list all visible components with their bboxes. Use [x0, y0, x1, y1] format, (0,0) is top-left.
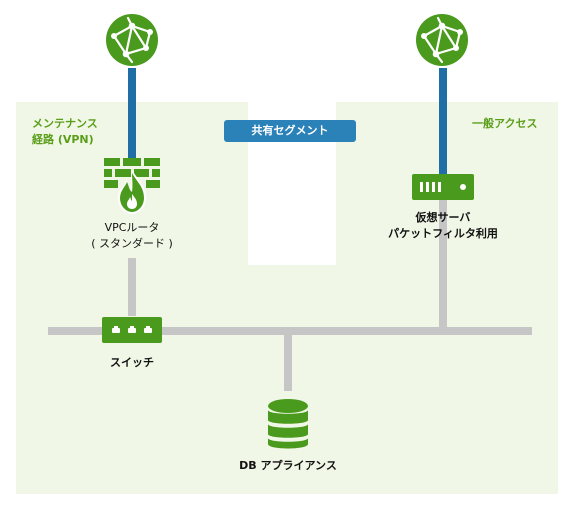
switch-icon	[102, 317, 162, 343]
virtual-server-label-line1: 仮想サーバ	[415, 211, 471, 224]
globe-icon	[106, 14, 158, 66]
db-appliance-label: DB アプライアンス	[239, 459, 337, 472]
server-segment-line	[439, 200, 447, 333]
maintenance-zone-label: メンテナンス 経路 (VPN)	[32, 116, 98, 148]
firewall-router-icon	[104, 158, 160, 214]
vpn-link-line	[128, 68, 136, 160]
vpc-router-label-line1: VPCルータ	[104, 221, 160, 234]
db-segment-line	[284, 331, 292, 391]
shared-segment-area	[248, 142, 336, 265]
shared-segment-label: 共有セグメント	[224, 120, 356, 142]
virtual-server-label-line2: パケットフィルタ利用	[388, 227, 498, 240]
globe-icon	[416, 14, 468, 66]
switch-label: スイッチ	[110, 356, 154, 369]
database-icon	[268, 399, 308, 449]
vpc-router-label-line2: ( スタンダード )	[91, 237, 173, 250]
vpc-router-label: VPCルータ ( スタンダード )	[62, 220, 202, 252]
maintenance-zone-label-line1: メンテナンス	[32, 117, 98, 130]
server-icon	[412, 174, 474, 200]
virtual-server-label: 仮想サーバ パケットフィルタ利用	[363, 210, 523, 242]
maintenance-zone-label-line2: 経路 (VPN)	[32, 133, 94, 146]
router-switch-line	[128, 258, 136, 316]
internet-link-line	[439, 68, 447, 174]
general-access-zone-label: 一般アクセス	[472, 117, 538, 130]
